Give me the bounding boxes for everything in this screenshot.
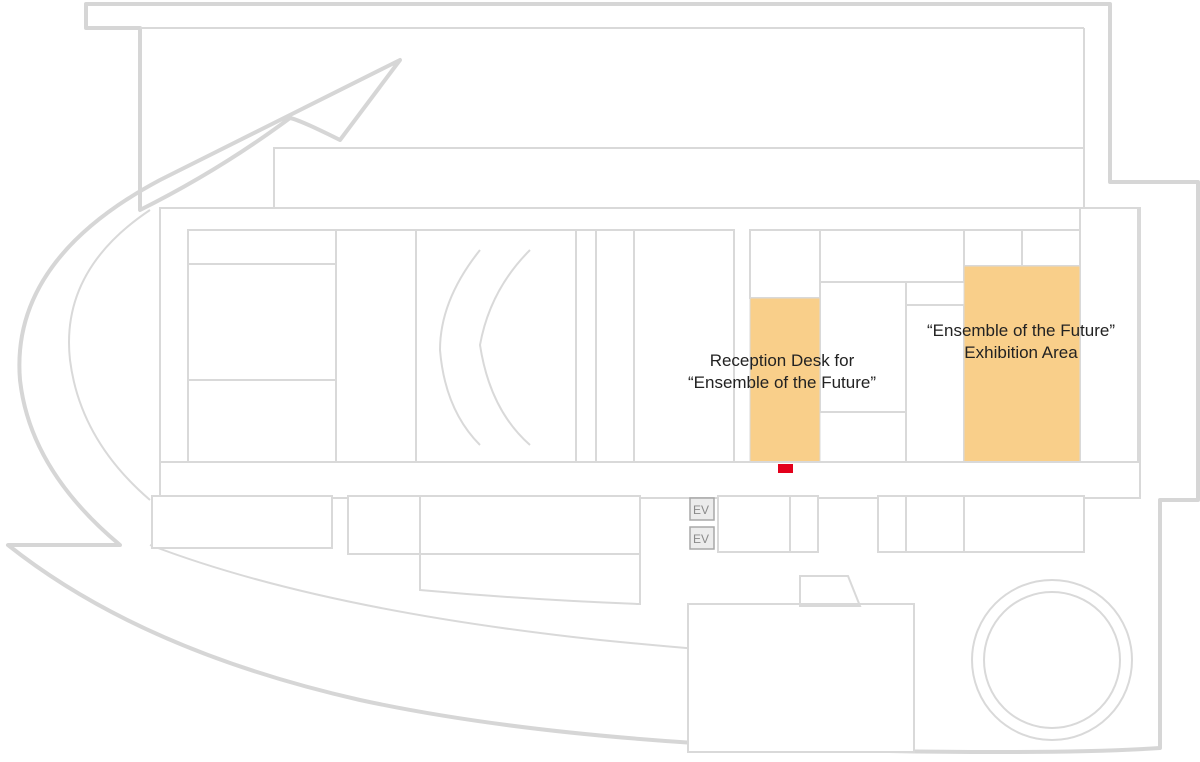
elevator-label-1: EV: [693, 503, 709, 517]
lower-curve: [419, 554, 641, 606]
circular-room-inner: [983, 591, 1121, 729]
room-left: [187, 229, 337, 463]
elevator-label-2: EV: [693, 532, 709, 546]
elevator-icon[interactable]: EV: [689, 497, 715, 521]
room-5: [819, 229, 965, 283]
room-10: [1079, 207, 1139, 463]
upper-corridor: [273, 147, 1085, 209]
elevator-icon[interactable]: EV: [689, 526, 715, 550]
small-room: [799, 575, 862, 607]
reception-label-line1: Reception Desk for: [709, 351, 855, 370]
lower-room-6: [687, 603, 915, 753]
room-9: [1021, 229, 1081, 267]
reception-label: Reception Desk for “Ensemble of the Futu…: [652, 350, 912, 394]
exhibition-area[interactable]: [963, 265, 1081, 463]
theater-curve-2: [478, 249, 531, 446]
theater-curve: [438, 249, 481, 446]
lower-room-3: [419, 495, 641, 555]
lower-room-5: [877, 495, 1085, 553]
room-4: [749, 229, 821, 299]
room-3: [633, 229, 735, 463]
exhibition-label: “Ensemble of the Future” Exhibition Area: [890, 320, 1152, 364]
lower-room-4: [717, 495, 819, 553]
reception-label-line2: “Ensemble of the Future”: [687, 373, 877, 392]
exhibition-label-line1: “Ensemble of the Future”: [926, 321, 1116, 340]
circular-room: [971, 579, 1133, 741]
red-square-marker[interactable]: [778, 464, 793, 473]
room-8: [963, 229, 1023, 267]
lower-room-2: [347, 495, 421, 555]
room-2: [335, 229, 417, 463]
inner-curve-wall: [68, 209, 151, 501]
theater-room: [415, 229, 635, 463]
lower-room-1: [151, 495, 333, 549]
exhibition-label-line2: Exhibition Area: [964, 343, 1078, 362]
room-7: [905, 304, 965, 463]
reception-desk-area[interactable]: [749, 297, 821, 463]
